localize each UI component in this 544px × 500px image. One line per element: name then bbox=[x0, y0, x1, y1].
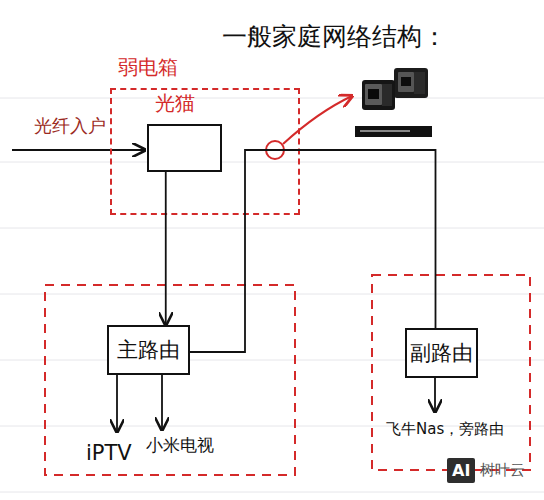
input-arrow bbox=[12, 149, 145, 151]
enclosure-group: 弱电箱光猫 bbox=[110, 88, 300, 215]
callout-arrow bbox=[283, 96, 352, 144]
device-box: 主路由 bbox=[107, 325, 190, 375]
notebook-lines bbox=[0, 98, 544, 492]
output-arrow bbox=[434, 378, 436, 412]
coupler-jack bbox=[401, 77, 411, 86]
group-heading: 弱电箱 bbox=[118, 54, 178, 81]
ruled-line bbox=[0, 294, 544, 295]
device-box: 副路由 bbox=[405, 328, 478, 378]
ruled-line bbox=[0, 162, 544, 163]
ruled-line bbox=[0, 492, 544, 493]
coupler-body bbox=[362, 80, 395, 110]
coupler-jack bbox=[368, 89, 379, 99]
connector-line bbox=[165, 172, 167, 325]
node-label: 副路由 bbox=[410, 339, 473, 367]
caption-bar-text bbox=[360, 130, 410, 132]
node-label: 光猫 bbox=[155, 90, 195, 117]
highlight-circle bbox=[266, 141, 284, 159]
ruled-line bbox=[0, 98, 544, 99]
group-outline bbox=[45, 285, 295, 475]
node-label: 主路由 bbox=[117, 336, 180, 364]
watermark: AI bbox=[447, 458, 475, 483]
group-outline bbox=[372, 275, 530, 470]
device-label: 飞牛Nas，旁路由 bbox=[386, 420, 504, 439]
coupler-side bbox=[414, 72, 425, 94]
connector-line bbox=[190, 150, 436, 352]
device-box: 光猫 bbox=[147, 124, 222, 172]
coupler-body bbox=[394, 68, 428, 98]
coupler-face bbox=[398, 72, 414, 92]
output-arrow bbox=[161, 375, 163, 430]
coupler-side bbox=[382, 84, 392, 106]
coupler-face bbox=[365, 84, 382, 105]
caption-bar bbox=[355, 126, 432, 137]
ruled-line bbox=[0, 228, 544, 229]
output-arrow bbox=[116, 375, 118, 432]
device-label: iPTV bbox=[86, 441, 132, 465]
input-label: 光纤入户 bbox=[34, 114, 106, 138]
rj45-coupler-illustration bbox=[355, 68, 432, 137]
diagram-title: 一般家庭网络结构： bbox=[222, 20, 447, 53]
watermark: 树叶云 bbox=[480, 461, 525, 480]
device-label: 小米电视 bbox=[146, 434, 214, 457]
